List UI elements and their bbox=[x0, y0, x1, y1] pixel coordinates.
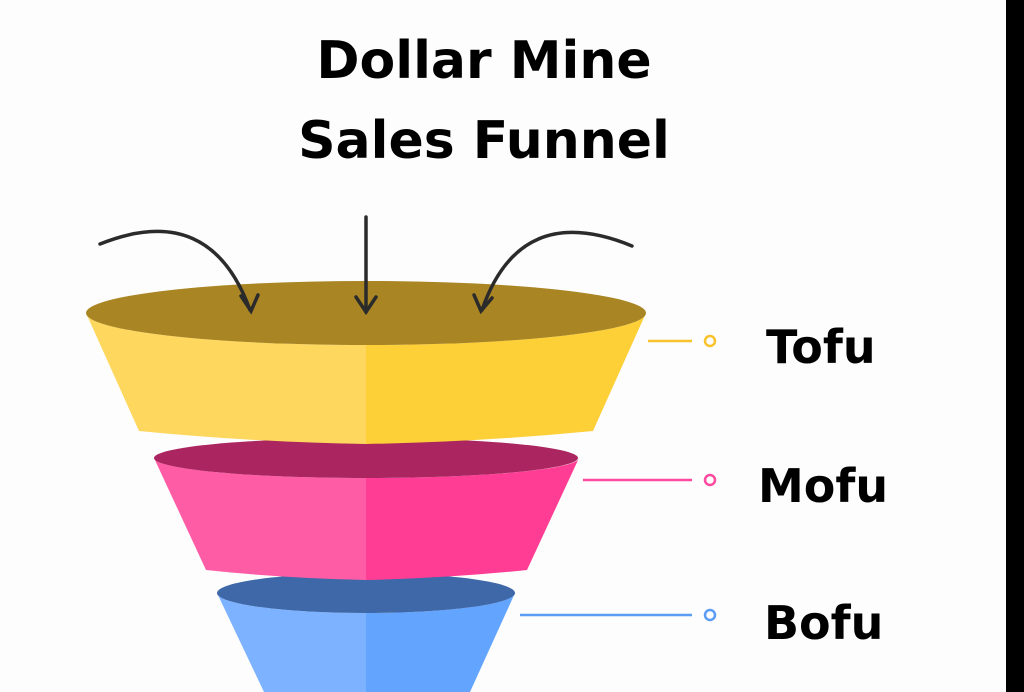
left-curved-arrow bbox=[98, 229, 252, 312]
title-line-2: Sales Funnel bbox=[298, 111, 670, 171]
incoming-arrows bbox=[98, 215, 634, 316]
label-tofu: Tofu bbox=[766, 320, 876, 374]
bofu-leader-dot bbox=[703, 608, 717, 622]
center-arrowhead bbox=[354, 295, 378, 316]
right-curved-arrow bbox=[480, 230, 634, 312]
funnel-stage-mofu bbox=[154, 438, 579, 580]
label-bofu: Bofu bbox=[764, 596, 883, 650]
title-line-1: Dollar Mine bbox=[316, 31, 651, 91]
funnel-stage-bofu bbox=[217, 573, 515, 692]
tofu-leader-dot bbox=[703, 334, 717, 348]
label-mofu: Mofu bbox=[758, 459, 888, 513]
right-arrowhead bbox=[472, 293, 494, 315]
left-arrowhead bbox=[239, 293, 260, 315]
mofu-leader-dot bbox=[703, 473, 717, 487]
funnel-stage-tofu bbox=[86, 281, 646, 444]
right-edge-bar bbox=[1006, 0, 1024, 692]
